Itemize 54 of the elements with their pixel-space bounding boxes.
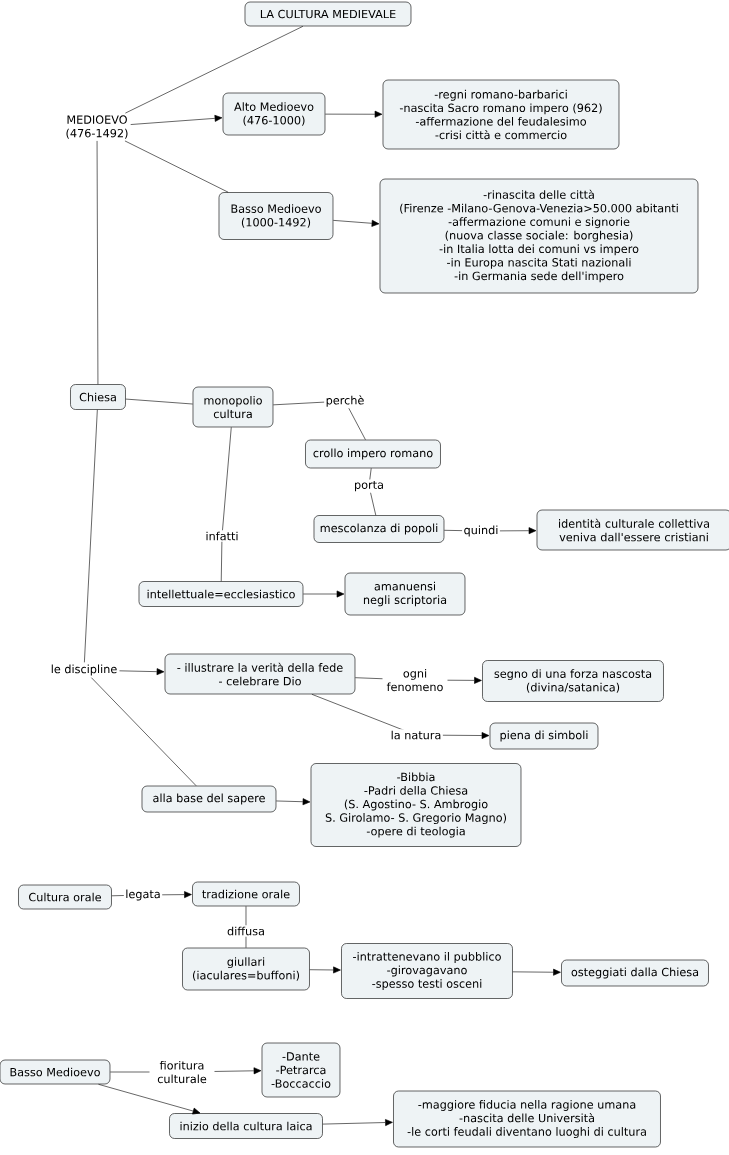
edge-label: ogni fenomeno xyxy=(382,667,448,693)
edge-label: quindi xyxy=(462,524,500,538)
arrow xyxy=(309,966,341,974)
connector-line xyxy=(220,427,232,582)
arrow xyxy=(130,114,223,125)
concept-box: segno di una forza nascosta (divina/satanica) xyxy=(482,660,664,702)
concept-box: amanuensi negli scriptoria xyxy=(344,572,466,616)
concept-box: Chiesa xyxy=(70,384,126,410)
concept-box: -Bibbia -Padri della Chiesa (S. Agostino- S. Ambrogio S. Girolamo- S. Gregorio Magno) -opere di teologia xyxy=(310,763,522,847)
concept-box: Basso Medioevo xyxy=(0,1059,111,1085)
concept-box: LA CULTURA MEDIEVALE xyxy=(244,1,412,27)
edge-label: fioritura culturale xyxy=(149,1059,215,1085)
concept-box: mescolanza di popoli xyxy=(313,515,445,543)
connector-line xyxy=(91,677,197,786)
arrow xyxy=(98,1084,201,1115)
concept-box: Cultura orale xyxy=(18,884,112,910)
concept-box: alla base del sapere xyxy=(141,785,277,813)
edge-label: perchè xyxy=(324,393,366,409)
concept-box: giullari (iaculares=buffoni) xyxy=(182,947,310,991)
concept-label: le discipline xyxy=(51,664,117,676)
arrow xyxy=(325,110,383,118)
concept-box: identità culturale collettiva veniva dall'essere cristiani xyxy=(536,509,729,551)
edge-label: legata xyxy=(123,888,163,902)
concept-box: tradizione orale xyxy=(192,881,300,907)
connector-line xyxy=(96,140,99,385)
arrow xyxy=(119,668,165,676)
concept-box: inizio della cultura laica xyxy=(169,1113,323,1139)
concept-box: -regni romano-barbarici -nascita Sacro romano impero (962) -affermazione del feudalesimo -crisi città e commercio xyxy=(382,79,620,150)
arrow xyxy=(322,1119,393,1126)
arrow xyxy=(512,968,561,976)
concept-label: MEDIOEVO (476-1492) xyxy=(66,115,128,139)
concept-box: - illustrare la verità della fede - celebrare Dio xyxy=(164,653,356,695)
concept-box: piena di simboli xyxy=(489,722,599,750)
connector-line xyxy=(124,140,229,193)
arrow xyxy=(276,798,311,806)
edge-label: diffusa xyxy=(225,925,267,937)
arrow xyxy=(333,219,380,227)
concept-box: Alto Medioevo (476-1000) xyxy=(222,92,326,136)
concept-box: intellettuale=ecclesiastico xyxy=(138,581,304,607)
concept-box: -Dante -Petrarca -Boccaccio xyxy=(261,1042,341,1098)
concept-box: crollo impero romano xyxy=(305,439,441,469)
concept-box: -rinascita delle città (Firenze -Milano-Genova-Venezia>50.000 abitanti -affermazione comuni e signorie (nuova classe sociale: borghesia) -in Italia lotta dei comuni vs impero -in Europa nascita Stati nazionali -in Germania sede dell'impero xyxy=(379,178,699,294)
connector-line xyxy=(125,398,193,405)
connector-line xyxy=(125,26,304,114)
concept-box: monopolio cultura xyxy=(192,386,274,428)
concept-box: Basso Medioevo (1000-1492) xyxy=(218,192,334,240)
edge-label: la natura xyxy=(389,729,443,741)
concept-box: -intrattenevano il pubblico -girovagavano -spesso testi osceni xyxy=(341,943,513,999)
arrow xyxy=(303,590,345,598)
concept-box: -maggiore fiducia nella ragione umana -nascita delle Università -le corti feudali diventano luoghi di cultura xyxy=(393,1090,661,1148)
edge-label: infatti xyxy=(203,530,241,542)
edge-label: porta xyxy=(352,479,386,493)
connector-line xyxy=(84,409,98,663)
concept-box: osteggiati dalla Chiesa xyxy=(561,959,709,987)
